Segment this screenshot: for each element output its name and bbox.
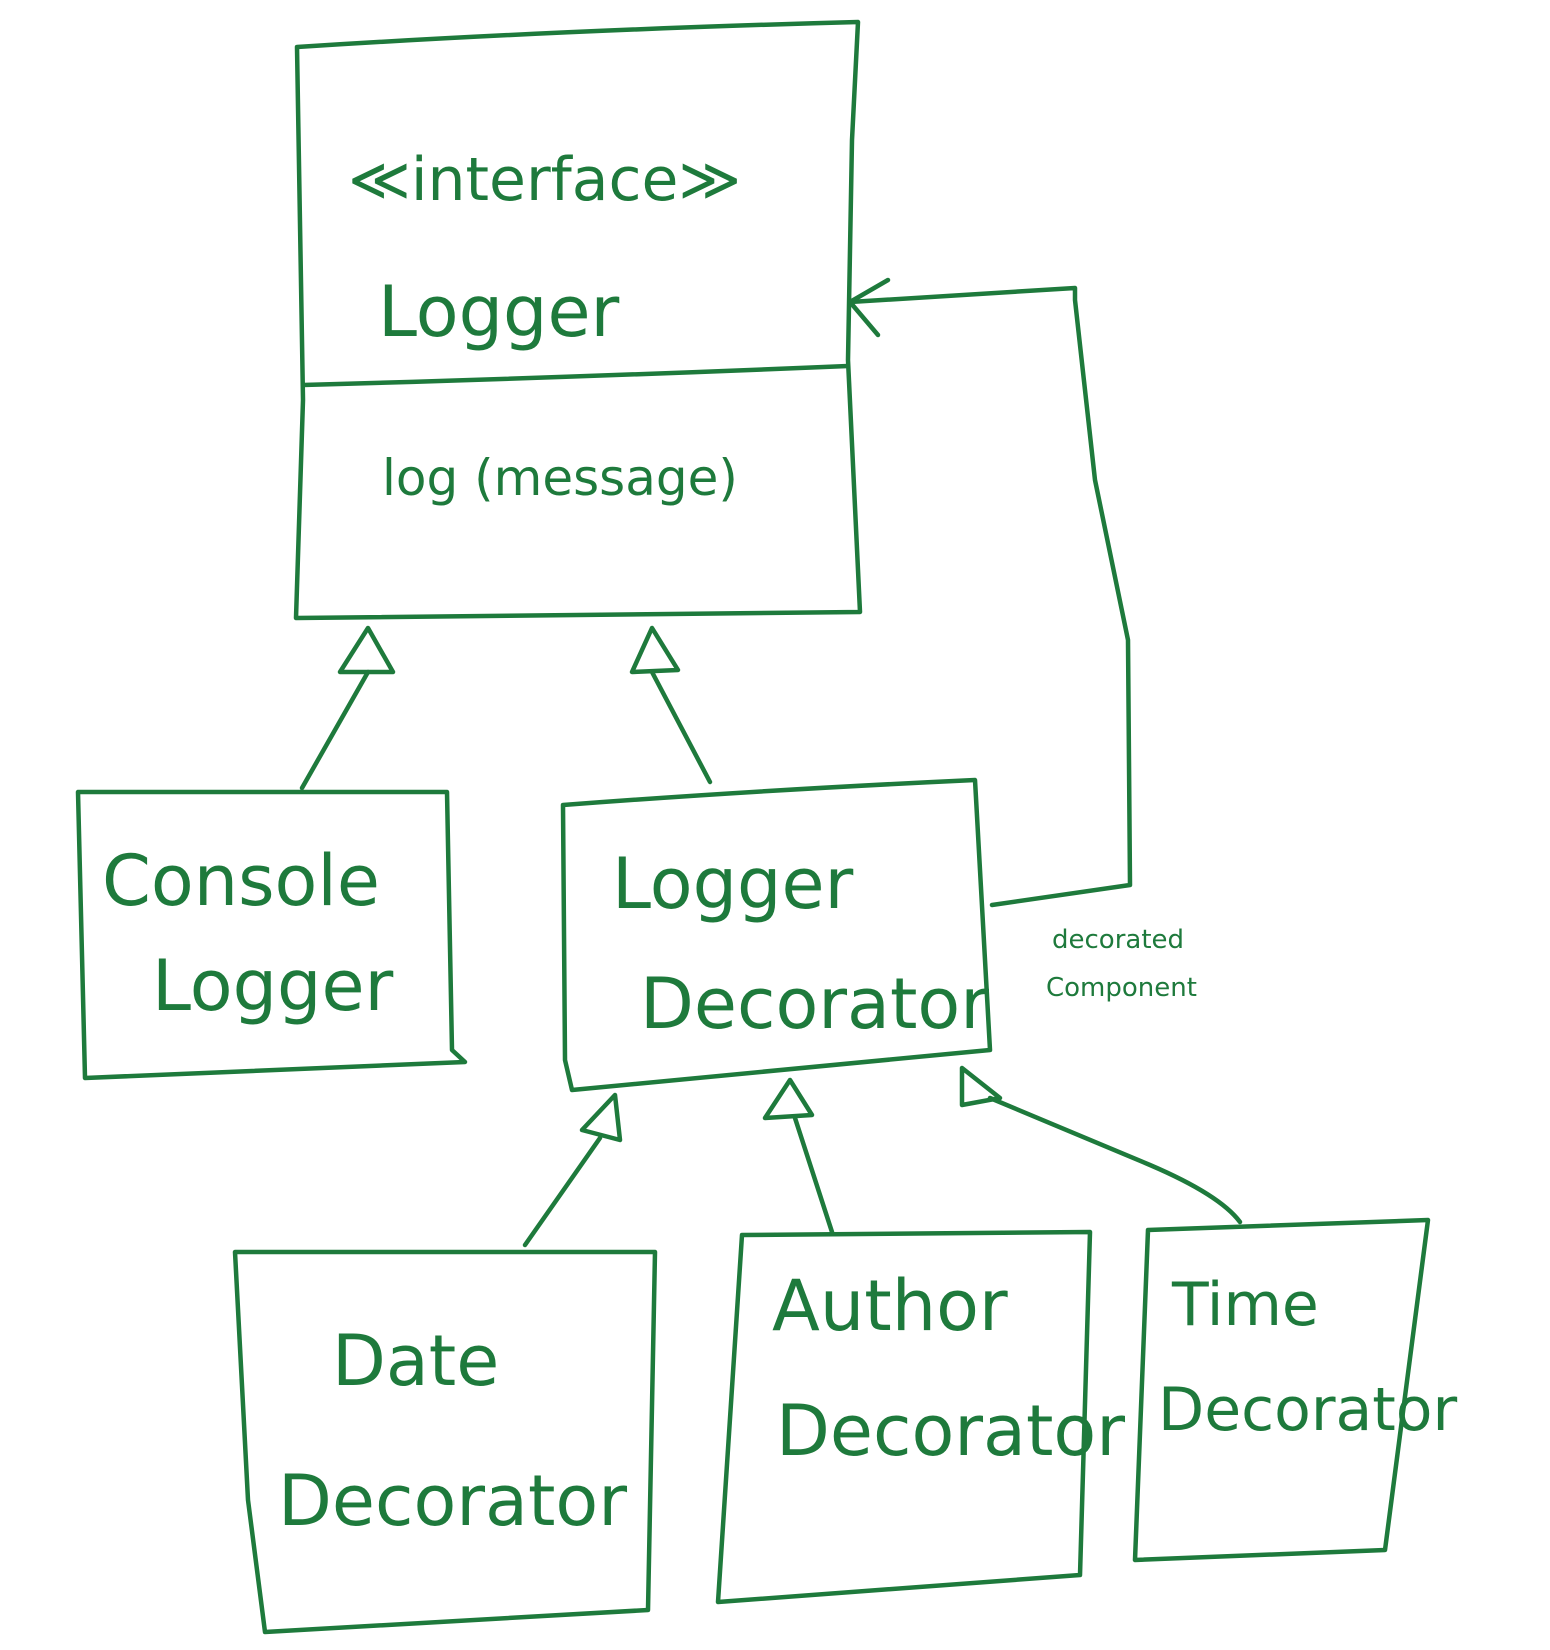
logger-decorator-line2: Decorator bbox=[640, 963, 989, 1045]
inheritance-arrowhead bbox=[579, 1092, 623, 1143]
inheritance-line bbox=[649, 669, 713, 785]
logger-decorator-box bbox=[560, 777, 993, 1093]
time-decorator-box bbox=[1132, 1217, 1431, 1563]
time-decorator-line2: Decorator bbox=[1158, 1375, 1457, 1445]
inheritance-arrowhead bbox=[762, 1077, 815, 1121]
inheritance-line bbox=[987, 1095, 1243, 1225]
interface-name: Logger bbox=[378, 271, 620, 353]
author-decorator-class: Author Decorator bbox=[715, 1229, 1125, 1605]
time-decorator-class: Time Decorator bbox=[1132, 1217, 1457, 1563]
console-logger-line2: Logger bbox=[152, 945, 394, 1027]
decorated-component-association: decorated Component bbox=[847, 277, 1197, 1003]
console-logger-class: Console Logger bbox=[75, 789, 468, 1081]
time-decorator-inheritance-arrow bbox=[959, 1065, 1243, 1225]
logger-decorator-inheritance-arrow bbox=[629, 625, 713, 785]
logger-interface-divider bbox=[300, 363, 851, 388]
author-decorator-line2: Decorator bbox=[776, 1390, 1125, 1472]
date-decorator-inheritance-arrow bbox=[522, 1092, 623, 1248]
author-decorator-inheritance-arrow bbox=[762, 1077, 835, 1235]
date-decorator-line2: Decorator bbox=[278, 1460, 627, 1542]
interface-method: log (message) bbox=[382, 449, 738, 507]
author-decorator-line1: Author bbox=[772, 1265, 1008, 1347]
interface-stereotype: ≪interface≫ bbox=[348, 145, 741, 215]
date-decorator-class: Date Decorator bbox=[232, 1249, 658, 1635]
inheritance-line bbox=[299, 669, 371, 791]
author-decorator-box bbox=[715, 1229, 1093, 1605]
inheritance-arrowhead bbox=[337, 625, 396, 675]
association-label-line2: Component bbox=[1046, 973, 1197, 1003]
inheritance-line bbox=[792, 1115, 835, 1235]
date-decorator-box bbox=[232, 1249, 658, 1635]
logger-decorator-line1: Logger bbox=[612, 843, 854, 925]
association-arrowhead bbox=[847, 277, 891, 338]
time-decorator-line1: Time bbox=[1171, 1270, 1319, 1340]
logger-decorator-class: Logger Decorator bbox=[560, 777, 993, 1093]
console-logger-box bbox=[75, 789, 468, 1081]
association-line bbox=[847, 285, 1133, 908]
inheritance-arrowhead bbox=[629, 625, 681, 675]
logger-interface-box bbox=[293, 19, 863, 621]
inheritance-line bbox=[522, 1135, 603, 1248]
console-logger-line1: Console bbox=[102, 840, 380, 922]
console-logger-inheritance-arrow bbox=[299, 625, 396, 791]
inheritance-arrowhead bbox=[959, 1065, 1003, 1108]
association-label-line1: decorated bbox=[1052, 925, 1184, 955]
logger-interface-class: ≪interface≫ Logger log (message) bbox=[293, 19, 863, 621]
date-decorator-line1: Date bbox=[332, 1320, 499, 1402]
